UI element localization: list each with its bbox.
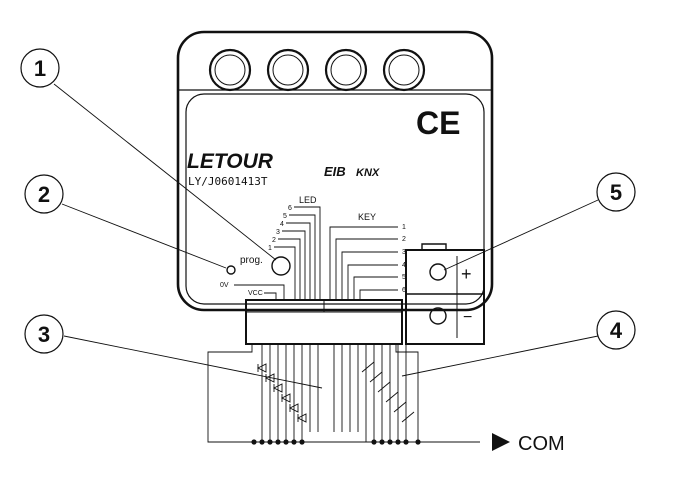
- key-pin-label: 5: [402, 274, 406, 281]
- led-pin-label: 6: [288, 205, 292, 212]
- top-buttons: [208, 48, 426, 92]
- callout-2: 2: [24, 174, 64, 214]
- power-wires: [234, 284, 285, 300]
- callout-2-number: 2: [38, 182, 50, 207]
- top-button-2: [266, 48, 310, 92]
- key-wires: [329, 226, 398, 300]
- key-label: KEY: [358, 212, 376, 222]
- top-button-3: [324, 48, 368, 92]
- led-diodes: [256, 363, 307, 423]
- key-pin-label: 4: [402, 262, 406, 269]
- callout-4-number: 4: [610, 318, 623, 343]
- prog-button: [271, 256, 291, 276]
- callout-leaders: [53, 83, 599, 389]
- ov-label: 0V: [220, 282, 229, 289]
- ce-mark: CE: [416, 105, 460, 141]
- external-wiring: [207, 344, 480, 443]
- callout-3: 3: [24, 314, 64, 354]
- led-label: LED: [299, 195, 317, 205]
- knx-mark: KNX: [356, 167, 380, 179]
- key-pin-labels: 1 2 3 4 5 6: [402, 224, 406, 294]
- prog-label: prog.: [240, 255, 263, 266]
- terminal-screw-plus: [429, 263, 447, 281]
- bus-terminal: [405, 243, 485, 345]
- com-junctions: [251, 439, 421, 445]
- vcc-label: VCC: [248, 290, 263, 297]
- callout-4: 4: [596, 310, 636, 350]
- callout-1-number: 1: [34, 56, 46, 81]
- model-number: LY/J0601413T: [188, 175, 268, 188]
- callout-5: 5: [596, 172, 636, 212]
- terminal-minus-label: −: [463, 309, 472, 326]
- device-body: [176, 30, 494, 345]
- prog-led: [226, 265, 236, 275]
- led-pin-label: 5: [283, 213, 287, 220]
- com-label: COM: [518, 433, 565, 455]
- led-pin-label: 1: [268, 245, 272, 252]
- led-wires: [274, 206, 321, 300]
- led-pin-label: 4: [280, 221, 284, 228]
- eib-mark: EIB: [324, 164, 346, 179]
- top-button-4: [382, 48, 426, 92]
- key-pin-label: 3: [402, 249, 406, 256]
- led-pin-labels: 6 5 4 3 2 1: [268, 205, 292, 252]
- terminal-screw-minus: [429, 307, 447, 325]
- callout-5-number: 5: [610, 180, 622, 205]
- key-pin-label: 1: [402, 224, 406, 231]
- led-pin-label: 2: [272, 237, 276, 244]
- callout-3-number: 3: [38, 322, 50, 347]
- top-button-1: [208, 48, 252, 92]
- key-pin-label: 2: [402, 236, 406, 243]
- key-switches: [361, 361, 415, 423]
- callout-1: 1: [20, 48, 60, 88]
- led-pin-label: 3: [276, 229, 280, 236]
- com-arrow-icon: [492, 433, 510, 451]
- key-pin-label: 6: [402, 287, 406, 294]
- terminal-plus-label: +: [461, 264, 472, 284]
- brand-logo: LETOUR: [187, 150, 274, 173]
